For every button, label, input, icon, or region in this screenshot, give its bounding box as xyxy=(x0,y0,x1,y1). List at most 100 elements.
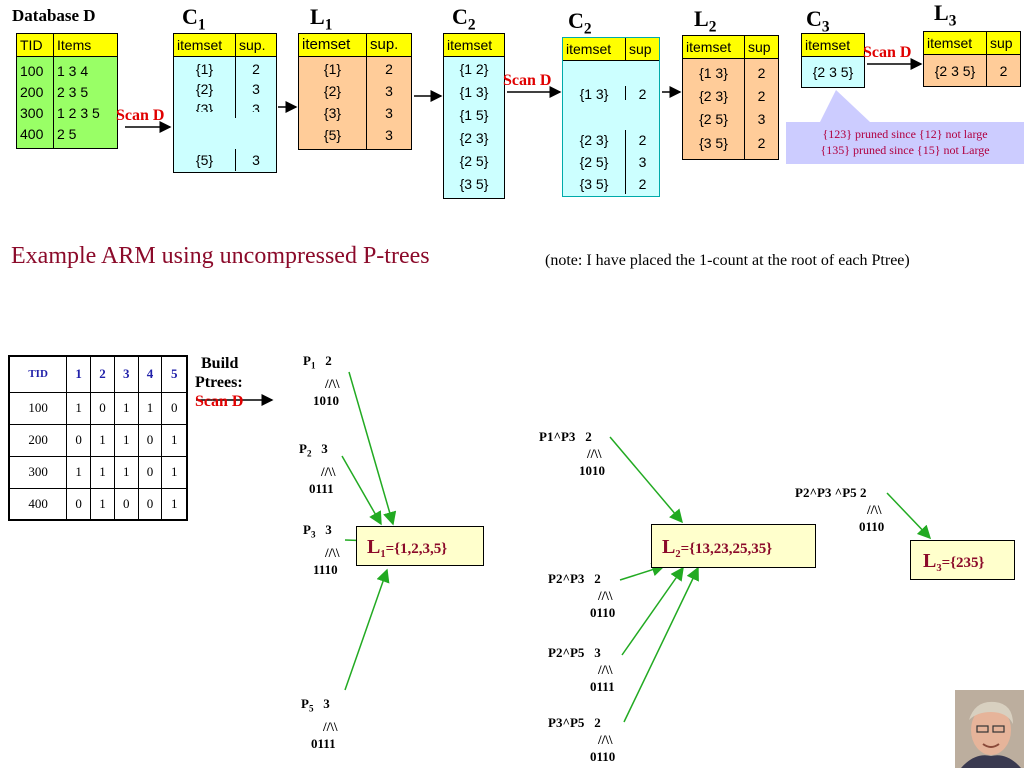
build-line-2: Ptrees: xyxy=(195,374,243,391)
table-row: {2 5} xyxy=(579,154,609,170)
l1-table: itemset sup. {1} 2 {2} 3 {3} 3 {5} 3 xyxy=(298,33,412,150)
c3-table: itemset {2 3 5} xyxy=(801,33,865,88)
list-item: 2 5 xyxy=(57,126,77,142)
list-item: 1 xyxy=(137,391,163,425)
l1-title: L1 xyxy=(310,4,333,34)
list-item: 2 xyxy=(252,61,260,77)
list-item: 3 xyxy=(252,81,260,97)
l3-title: L3 xyxy=(934,0,957,30)
table-row: {3 5} xyxy=(699,135,728,151)
list-item: 1 xyxy=(113,455,139,489)
list-item: {1 3} xyxy=(459,84,489,100)
l2-title: L2 xyxy=(694,6,717,36)
l2-header-sup: sup xyxy=(748,39,771,55)
list-item: 2 xyxy=(999,63,1008,79)
ptree-bits: 0110 xyxy=(590,749,616,764)
table-row: {2 3} xyxy=(579,132,609,148)
table-row: {5} xyxy=(195,152,214,168)
list-item: 2 xyxy=(385,61,393,77)
ptree-bits: 1110 xyxy=(313,561,338,577)
c2-support-title: C2 xyxy=(568,8,592,38)
ptree-branch: //\\ xyxy=(325,544,340,560)
db-header-items: Items xyxy=(57,37,92,53)
presenter-photo xyxy=(955,690,1024,768)
ptree-p1: P1 2 //\\ 1010 xyxy=(303,353,340,408)
list-item: 0 xyxy=(90,391,115,425)
database-title: Database D xyxy=(12,6,96,25)
db-header-tid: TID xyxy=(20,37,43,53)
l3-result-value: ={235} xyxy=(941,555,985,571)
ptree-branch: //\\ xyxy=(598,662,613,677)
ptree-branch: //\\ xyxy=(598,588,613,603)
table-row: {5} xyxy=(323,127,342,143)
list-item: 2 3 5 xyxy=(57,84,89,100)
list-item: {1 2} xyxy=(459,61,489,77)
l3-table: itemset sup {2 3 5} 2 xyxy=(923,31,1021,87)
ptree-branch: //\\ xyxy=(587,446,602,461)
table-row: {3 5} xyxy=(579,176,609,192)
c1-header-sup: sup. xyxy=(239,37,266,53)
ptree-bits: 0111 xyxy=(311,735,336,751)
list-item: 1 xyxy=(113,391,139,425)
table-row: 100 xyxy=(20,63,44,79)
ptree-branch: //\\ xyxy=(323,718,338,734)
table-row: {1} xyxy=(323,61,342,77)
pruned-note-1: {123} pruned since {12} not large xyxy=(822,127,988,141)
list-item: 1 xyxy=(66,391,92,425)
l1-result-box: L1={1,2,3,5} xyxy=(356,526,484,566)
table-row: {2 3} xyxy=(699,88,728,104)
c1-table: itemset sup. {1} 2 {2} 3 {3} 3 {5} 3 xyxy=(173,33,277,173)
callout-pointer xyxy=(820,90,870,122)
list-item: 3 xyxy=(757,111,766,127)
ptable-header-3: 3 xyxy=(113,355,139,393)
c1-header-itemset: itemset xyxy=(177,37,223,53)
list-item: 3 xyxy=(252,101,260,112)
list-item: 1 3 4 xyxy=(57,63,89,79)
ptable-header-4: 4 xyxy=(137,355,163,393)
list-item: 1 xyxy=(90,423,115,457)
list-item: 1 xyxy=(161,423,188,457)
pruned-note-2: {135} pruned since {15} not Large xyxy=(820,143,990,157)
list-item: 1 xyxy=(90,455,115,489)
list-item: 1 xyxy=(161,487,188,521)
list-item: 2 xyxy=(638,132,647,148)
ptree-p2-p3: P2^P3 2 //\\ 0110 xyxy=(548,571,616,620)
list-item: 0 xyxy=(137,487,163,521)
table-row: 400 xyxy=(20,126,44,142)
table-row: {1 3} xyxy=(579,86,609,102)
pruned-callout: {123} pruned since {12} not large {135} … xyxy=(786,122,1024,164)
ptree-branch: //\\ xyxy=(867,502,882,517)
ptree-note: (note: I have placed the 1-count at the … xyxy=(545,252,910,269)
l2-result-box: L2={13,23,25,35} xyxy=(651,524,816,568)
ptree-bits: 1010 xyxy=(579,463,605,478)
list-item: 1 xyxy=(113,423,139,457)
table-row: 300 xyxy=(20,105,44,121)
table-row: {1 3} xyxy=(699,65,728,81)
build-ptrees-label: Build Ptrees: Scan D xyxy=(195,354,243,411)
table-row: {2 5} xyxy=(699,111,728,127)
list-item: 3 xyxy=(385,105,393,121)
list-item: {2 3} xyxy=(459,130,489,146)
ptree-branch: //\\ xyxy=(321,463,336,479)
ptree-p2: P2 3 //\\ 0111 xyxy=(299,441,336,496)
ptree-p3-p5: P3^P5 2 //\\ 0110 xyxy=(548,715,616,764)
list-item: 0 xyxy=(161,391,188,425)
c2b-header-itemset: itemset xyxy=(566,41,612,57)
c2-candidates-table: itemset {1 2} {1 3} {1 5} {2 3} {2 5} {3… xyxy=(443,33,505,199)
list-item: 3 xyxy=(385,83,393,99)
l3-header-itemset: itemset xyxy=(927,35,973,51)
build-line-1: Build xyxy=(201,355,239,372)
scan-d-label-3: Scan D xyxy=(863,44,912,61)
c2-candidates-title: C2 xyxy=(452,4,476,34)
ptable-header-tid: TID xyxy=(8,355,68,393)
ptree-bits: 0111 xyxy=(309,480,334,496)
table-row: 200 xyxy=(20,84,44,100)
list-item: 2 xyxy=(638,86,647,102)
l3-result-box: L3={235} xyxy=(910,540,1015,580)
